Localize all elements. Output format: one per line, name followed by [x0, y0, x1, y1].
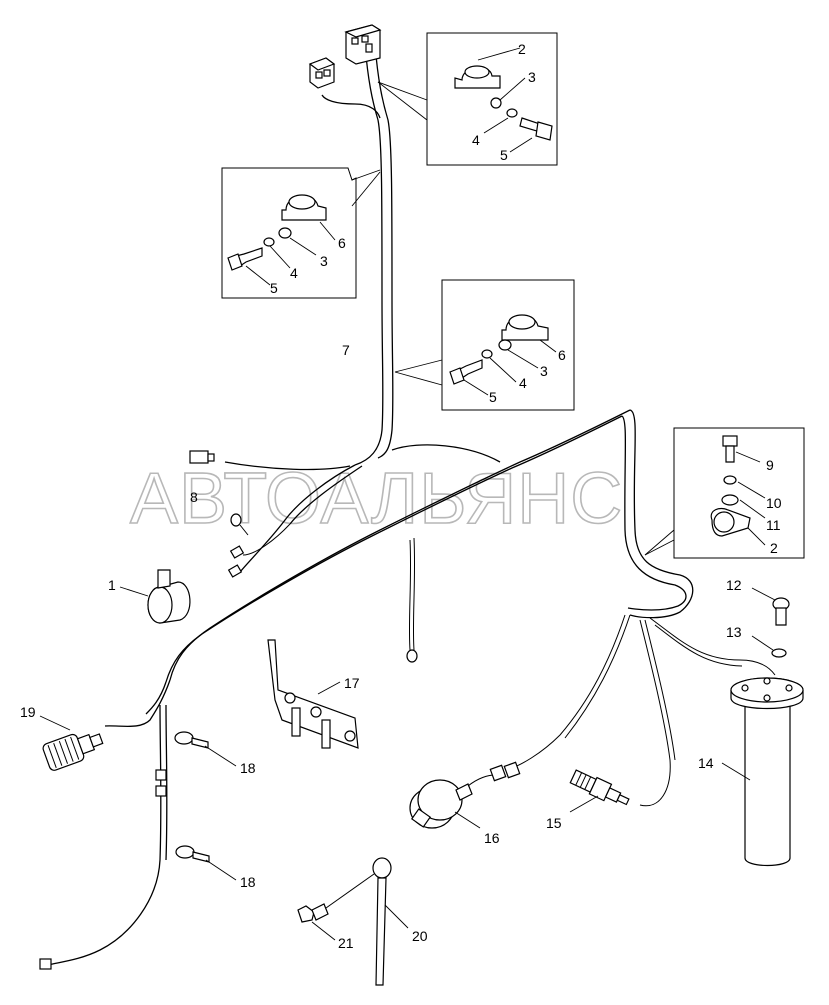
- cross-harness: [47, 409, 776, 966]
- callout-labels: 2 3 4 5 6 3 4 5 7 6 4 3 5 9 10 11 2 8 1 …: [20, 41, 782, 951]
- callout-2a: 2: [518, 41, 526, 57]
- callout-6c: 6: [558, 347, 566, 363]
- callout-20: 20: [412, 928, 428, 944]
- callout-11: 11: [766, 517, 781, 533]
- callout-4c: 4: [519, 375, 527, 391]
- part-17-bracket: [267, 639, 359, 749]
- callout-19: 19: [20, 704, 36, 720]
- callout-21: 21: [338, 935, 354, 951]
- callout-5b: 5: [270, 280, 278, 296]
- part-13-washer: [751, 635, 787, 658]
- detail-box-middle-right: [394, 279, 575, 411]
- callout-16: 16: [484, 830, 500, 846]
- callout-12: 12: [726, 577, 742, 593]
- lock-washer-icon: [263, 237, 275, 247]
- main-harness-7: [224, 44, 394, 573]
- detail-box-right: [644, 427, 805, 559]
- callout-7: 7: [342, 342, 350, 358]
- callout-3a: 3: [528, 69, 536, 85]
- clamp-icon: [281, 194, 327, 221]
- callout-6b: 6: [338, 235, 346, 251]
- part-20-strap: [372, 857, 409, 986]
- callout-2d: 2: [770, 540, 778, 556]
- connector-top-small: [308, 57, 336, 89]
- bolt-icon: [722, 435, 738, 463]
- part-19-sensor: [39, 715, 104, 771]
- inline-connector-b: [155, 785, 167, 797]
- lock-washer-icon: [506, 108, 518, 118]
- part-14-tube: [721, 677, 804, 867]
- lock-washer-icon: [481, 349, 493, 359]
- ring-terminal-8a: [227, 513, 249, 578]
- connector-top-large: [344, 24, 382, 65]
- part-1-cap: [119, 569, 191, 624]
- callout-9: 9: [766, 457, 774, 473]
- bolt-icon: [449, 359, 483, 385]
- bolt-icon: [227, 247, 263, 271]
- washer-icon: [278, 227, 292, 239]
- clamp-icon: [454, 65, 501, 89]
- part-18-terminal-b: [175, 845, 237, 881]
- clamp-icon: [710, 507, 751, 537]
- part-21-bolt: [297, 873, 375, 941]
- callout-3c: 3: [540, 363, 548, 379]
- callout-8: 8: [190, 489, 198, 505]
- callout-4b: 4: [290, 265, 298, 281]
- clamp-icon: [501, 314, 549, 341]
- callout-3b: 3: [320, 253, 328, 269]
- part-12-screw: [751, 587, 790, 626]
- watermark-text: АВТОАЛЬЯНС: [130, 459, 623, 539]
- callout-17: 17: [344, 675, 360, 691]
- callout-14: 14: [698, 755, 714, 771]
- connector-left-plug: [189, 450, 215, 464]
- callout-10: 10: [766, 495, 782, 511]
- callout-5c: 5: [489, 389, 497, 405]
- part-16-sensor: [409, 761, 521, 829]
- callout-18b: 18: [240, 874, 256, 890]
- detail-box-upper-left: [221, 167, 381, 299]
- callout-5a: 5: [500, 147, 508, 163]
- lock-washer-icon: [723, 475, 737, 485]
- washer-icon: [498, 339, 512, 351]
- washer-icon: [721, 494, 739, 506]
- bolt-icon: [519, 117, 553, 141]
- callout-18a: 18: [240, 760, 256, 776]
- part-15-sender: [569, 769, 630, 813]
- callout-4a: 4: [472, 132, 480, 148]
- end-connector: [39, 958, 52, 970]
- callout-15: 15: [546, 815, 562, 831]
- inline-connector-a: [155, 769, 167, 781]
- part-18-terminal-a: [174, 731, 237, 767]
- callout-1: 1: [108, 577, 116, 593]
- washer-icon: [490, 97, 502, 109]
- ring-terminal-center: [406, 649, 418, 663]
- detail-box-top-right: [377, 32, 558, 166]
- callout-13: 13: [726, 624, 742, 640]
